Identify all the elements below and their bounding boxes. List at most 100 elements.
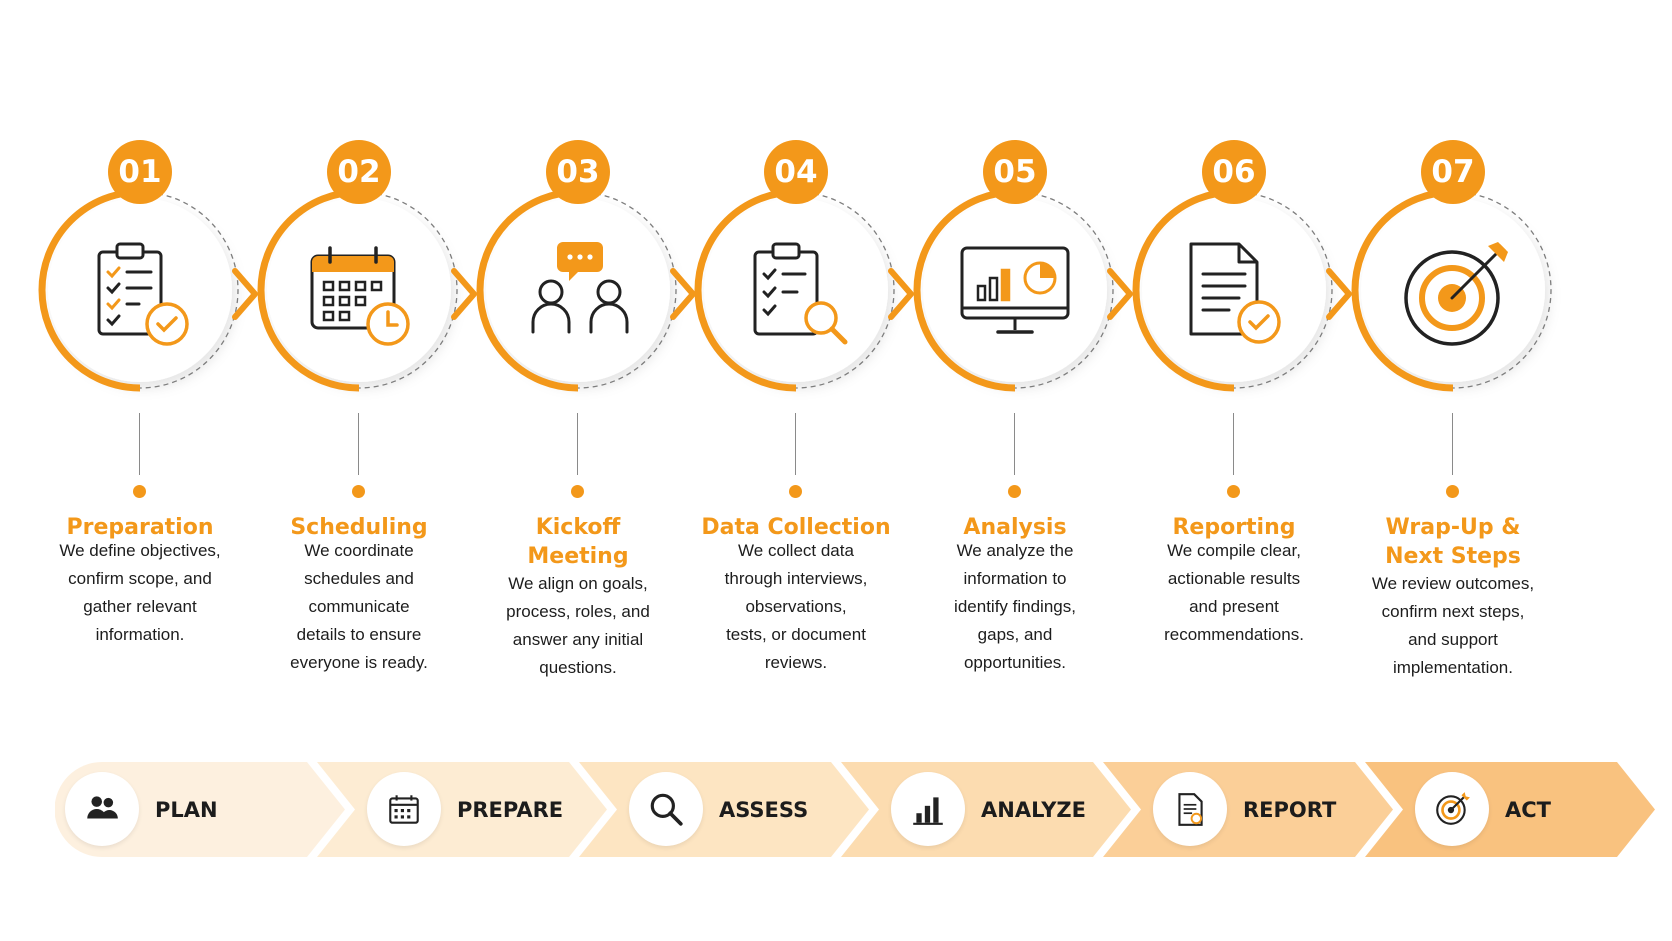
step-number-badge: 07 <box>1421 140 1485 204</box>
phase-act: ACT <box>1365 762 1655 857</box>
step-description-line: We compile clear, <box>1167 541 1301 560</box>
step-number-badge: 03 <box>546 140 610 204</box>
calendar-icon <box>367 772 441 846</box>
step-description-line: We coordinate <box>304 541 414 560</box>
step-description-line: We collect data <box>738 541 854 560</box>
step-title-line: Kickoff <box>535 515 621 540</box>
step-title: Analysis <box>900 513 1130 542</box>
phase-label: REPORT <box>1243 797 1337 822</box>
monitor-chart-icon <box>940 230 1090 360</box>
target-arrow-icon <box>1378 230 1528 360</box>
step-circle: 02 <box>244 135 477 415</box>
chevron-right-icon <box>446 265 480 323</box>
magnifier-icon <box>629 772 703 846</box>
phase-label: PREPARE <box>457 797 564 822</box>
step-description-line: We analyze the <box>956 541 1074 560</box>
step-number-badge: 01 <box>108 140 172 204</box>
step-description-line: gaps, and <box>977 625 1053 644</box>
connector-line <box>139 413 140 475</box>
connector-dot <box>789 485 802 498</box>
step-description-line: identify findings, <box>954 597 1076 616</box>
step-description: We analyze the information to identify fin… <box>900 537 1130 677</box>
connector-line <box>795 413 796 475</box>
step-description: We define objectives, confirm scope, and g… <box>25 537 255 649</box>
chevron-right-icon <box>665 265 699 323</box>
step-title: Data Collection <box>681 513 911 542</box>
step-title-line: Meeting <box>527 544 629 569</box>
step-title-line: Wrap-Up & <box>1385 515 1521 540</box>
target-icon <box>1415 772 1489 846</box>
phase-report: REPORT <box>1103 762 1393 857</box>
step-title-line: Data Collection <box>701 515 891 540</box>
step-description-line: confirm scope, and <box>68 569 212 588</box>
connector-dot <box>571 485 584 498</box>
step-number-badge: 05 <box>983 140 1047 204</box>
step-description-line: process, roles, and <box>506 602 650 621</box>
step-title-line: Next Steps <box>1385 544 1521 569</box>
phase-plan: PLAN <box>55 762 345 857</box>
phase-bar: PLAN PREPARE ASSESS ANALYZE REPORT ACT <box>55 762 1655 857</box>
step-description-line: confirm next steps, <box>1381 602 1525 621</box>
step-description-line: recommendations. <box>1164 625 1304 644</box>
step-title-line: Preparation <box>66 515 214 540</box>
chevron-right-icon <box>1321 265 1355 323</box>
step-circle: 01 <box>25 135 258 415</box>
step-title-line: Analysis <box>963 515 1067 540</box>
clipboard-magnifier-icon <box>721 230 871 360</box>
step-title: Wrap-Up & Next Steps <box>1338 513 1568 571</box>
step-title: Preparation <box>25 513 255 542</box>
step-title-line: Reporting <box>1172 515 1296 540</box>
step-circle: 06 <box>1119 135 1352 415</box>
step-description-line: and present <box>1189 597 1279 616</box>
step-description-line: and support <box>1408 630 1498 649</box>
clipboard-checklist-check-icon <box>65 230 215 360</box>
step-circle: 07 <box>1338 135 1568 415</box>
bar-chart-icon <box>891 772 965 846</box>
phase-label: ASSESS <box>719 797 809 822</box>
connector-line <box>1452 413 1453 475</box>
step-description-line: information. <box>95 625 185 644</box>
step-description-line: observations, <box>745 597 847 616</box>
step-circle: 03 <box>463 135 696 415</box>
step-circle: 05 <box>900 135 1133 415</box>
step-description-line: actionable results <box>1167 569 1301 588</box>
step-description-line: We define objectives, <box>59 541 221 560</box>
connector-line <box>1233 413 1234 475</box>
connector-dot <box>1227 485 1240 498</box>
step-description-line: details to ensure <box>296 625 422 644</box>
step-number-badge: 04 <box>764 140 828 204</box>
phase-analyze: ANALYZE <box>841 762 1131 857</box>
step-description: We align on goals, process, roles, and ans… <box>463 570 693 682</box>
step-description-line: schedules and <box>304 569 414 588</box>
step-description-line: gather relevant <box>83 597 197 616</box>
chevron-right-icon <box>1102 265 1136 323</box>
step-number-badge: 06 <box>1202 140 1266 204</box>
phase-assess: ASSESS <box>579 762 869 857</box>
step-description: We compile clear, actionable results and p… <box>1119 537 1349 649</box>
step-description-line: communicate <box>308 597 410 616</box>
step-circle: 04 <box>681 135 914 415</box>
step-description-line: information to <box>963 569 1067 588</box>
step-description-line: answer any initial <box>512 630 644 649</box>
phase-label: ANALYZE <box>981 797 1086 822</box>
connector-dot <box>133 485 146 498</box>
phase-label: PLAN <box>155 797 218 822</box>
step-description-line: opportunities. <box>963 653 1067 672</box>
step-description-line: questions. <box>539 658 617 677</box>
connector-dot <box>1008 485 1021 498</box>
step-description: We coordinate schedules and communicate det… <box>244 537 474 677</box>
step-description-line: everyone is ready. <box>290 653 428 672</box>
step-description-line: reviews. <box>764 653 828 672</box>
connector-line <box>358 413 359 475</box>
step-description-line: We review outcomes, <box>1371 574 1535 593</box>
step-description-line: We align on goals, <box>508 574 648 593</box>
step-description-line: through interviews, <box>724 569 868 588</box>
step-title: Reporting <box>1119 513 1349 542</box>
meeting-people-chat-icon <box>503 230 653 360</box>
step-number-badge: 02 <box>327 140 391 204</box>
